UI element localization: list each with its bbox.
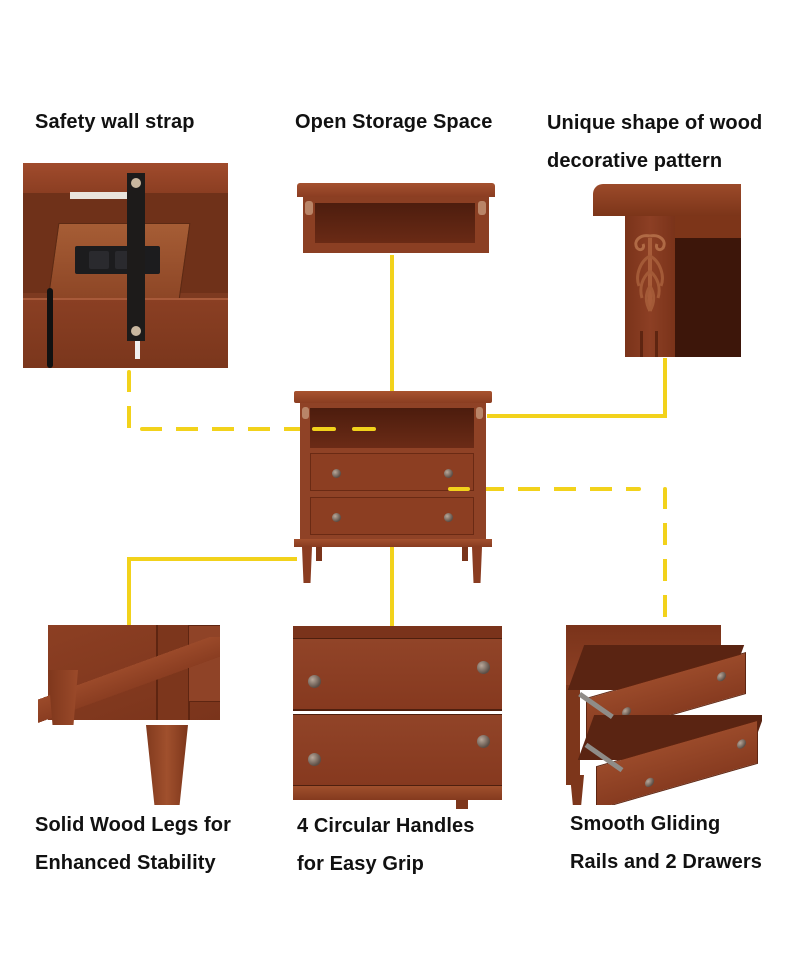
caption-handles-line2: for Easy Grip — [297, 853, 424, 875]
leg-back — [48, 670, 78, 725]
open-shelf — [310, 408, 474, 448]
knob-icon — [477, 735, 490, 748]
caption-open-storage: Open Storage Space — [295, 111, 493, 133]
connector-legs-horizontal — [127, 557, 297, 561]
pilaster — [625, 216, 675, 357]
metal-bracket — [70, 192, 130, 199]
top — [294, 391, 492, 403]
main-nightstand-image — [294, 391, 492, 583]
knob-icon — [477, 661, 490, 674]
knob-icon — [717, 670, 726, 683]
caption-drawers-line1: Smooth Gliding — [570, 813, 721, 835]
connector-storage — [390, 255, 394, 391]
power-cord — [47, 288, 53, 368]
caption-safety-strap: Safety wall strap — [35, 111, 195, 133]
carving-icon — [478, 201, 486, 215]
knob-icon — [332, 469, 341, 478]
drawer-1 — [293, 638, 502, 711]
connector-decor-horizontal — [487, 414, 667, 418]
knob-icon — [645, 776, 654, 789]
leg — [302, 547, 312, 583]
drawer-1 — [310, 453, 474, 491]
caption-decorative-line1: Unique shape of wood — [547, 112, 763, 134]
drawers-detail-image — [566, 625, 762, 805]
handles-detail-image — [293, 626, 502, 809]
connector-strap-horizontal — [140, 427, 380, 431]
knob-icon — [737, 738, 746, 750]
caption-drawers-line2: Rails and 2 Drawers — [570, 851, 762, 873]
carving-icon — [305, 201, 313, 215]
connector-strap-overlay — [352, 427, 376, 431]
leg — [472, 547, 482, 583]
knob-icon — [332, 513, 341, 522]
legs-detail-image — [38, 625, 220, 805]
open-storage-image — [297, 183, 495, 253]
drawer-2 — [310, 497, 474, 535]
carving-icon — [476, 407, 483, 419]
knob-icon — [444, 513, 453, 522]
caption-legs-line1: Solid Wood Legs for — [35, 814, 231, 836]
connector-decor-vertical — [663, 358, 667, 418]
wall-strap — [127, 173, 145, 341]
knob-icon — [444, 469, 453, 478]
connector-strap-overlay — [312, 427, 336, 431]
acanthus-leaf-icon — [634, 234, 666, 312]
knob-icon — [308, 753, 321, 766]
caption-decorative-line2: decorative pattern — [547, 150, 723, 172]
connector-drawers-vertical — [663, 487, 667, 625]
drawer-2 — [293, 714, 502, 787]
shelf-opening — [315, 203, 475, 243]
knob-icon — [308, 675, 321, 688]
caption-legs-line2: Enhanced Stability — [35, 852, 216, 874]
caption-handles-line1: 4 Circular Handles — [297, 815, 475, 837]
leg-front — [146, 725, 188, 805]
base — [294, 539, 492, 547]
connector-strap-vertical — [127, 370, 131, 430]
power-outlet-icon — [75, 246, 160, 274]
connector-drawers-overlay — [448, 487, 470, 491]
connector-drawers-horizontal — [446, 487, 641, 491]
connector-handles — [390, 486, 394, 626]
connector-legs-vertical — [127, 557, 131, 625]
carving-icon — [302, 407, 309, 419]
decorative-carving-image — [593, 184, 741, 357]
safety-strap-image — [23, 163, 228, 368]
